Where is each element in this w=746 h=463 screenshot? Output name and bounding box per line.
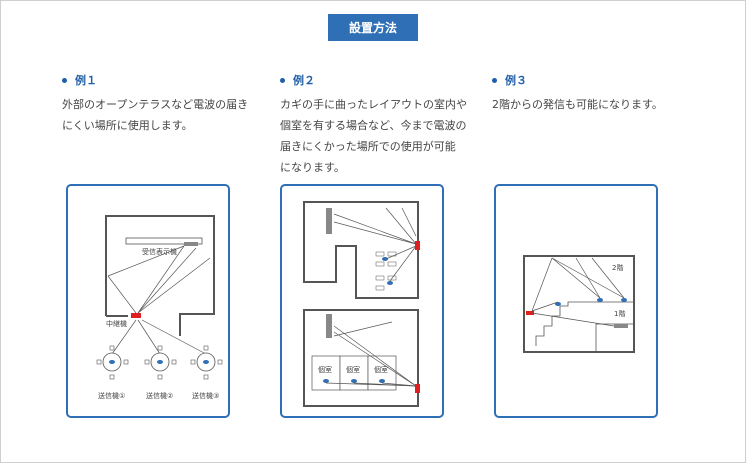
bullet-icon bbox=[280, 77, 285, 83]
receiver-label: 受信表示機 bbox=[142, 247, 177, 256]
bullet-icon bbox=[492, 77, 497, 83]
room-3-label: 個室 bbox=[374, 365, 388, 374]
transmitter-3-label: 送信機③ bbox=[192, 391, 219, 400]
example-3-heading-text: 例３ bbox=[505, 74, 527, 87]
transmitter-3 bbox=[190, 345, 223, 380]
example-3: 例３ 2階からの発信も可能になります。 bbox=[492, 72, 712, 115]
diagram-1: 受信表示機 中継機 bbox=[96, 215, 223, 400]
example-2: 例２ カギの手に曲ったレイアウトの室内や 個室を有する場合など、今まで電波の 届… bbox=[280, 72, 480, 178]
diagram-2: 個室 個室 個室 bbox=[303, 201, 420, 407]
building-outline bbox=[523, 255, 635, 353]
example-2-description: カギの手に曲ったレイアウトの室内や 個室を有する場合など、今まで電波の 届きにく… bbox=[280, 98, 467, 174]
room-wall-lower bbox=[303, 309, 419, 407]
floor-1-label: 1階 bbox=[614, 309, 625, 318]
example-1-heading: 例１ bbox=[62, 72, 262, 88]
relay-upper bbox=[415, 241, 420, 250]
counter bbox=[125, 237, 203, 245]
receiver-upper bbox=[326, 208, 332, 234]
example-3-heading: 例３ bbox=[492, 72, 712, 88]
example-3-description: 2階からの発信も可能になります。 bbox=[492, 98, 663, 111]
room-wall bbox=[105, 215, 215, 336]
example-2-heading-text: 例２ bbox=[293, 74, 315, 87]
transmitter-1 bbox=[96, 345, 129, 380]
floor-2-label: 2階 bbox=[612, 263, 623, 272]
diagram-panel-2: 個室 個室 個室 bbox=[280, 184, 444, 418]
transmitter-2-label: 送信機② bbox=[146, 391, 173, 400]
relay-lower bbox=[415, 384, 420, 393]
room-1-label: 個室 bbox=[318, 365, 332, 374]
example-1-heading-text: 例１ bbox=[75, 74, 97, 87]
receiver-device bbox=[614, 324, 628, 328]
example-2-heading: 例２ bbox=[280, 72, 480, 88]
example-1-description: 外部のオープンテラスなど電波の届き にくい場所に使用します。 bbox=[62, 98, 249, 132]
relay-device bbox=[131, 313, 141, 318]
bullet-icon bbox=[62, 77, 67, 83]
diagram-panel-1: 受信表示機 中継機 bbox=[66, 184, 230, 418]
room-wall-upper bbox=[303, 201, 419, 299]
diagram-3: 2階 1階 bbox=[523, 255, 635, 353]
receiver-device bbox=[184, 242, 198, 246]
section-title: 設置方法 bbox=[328, 14, 418, 41]
receiver-lower bbox=[326, 314, 332, 338]
example-1: 例１ 外部のオープンテラスなど電波の届き にくい場所に使用します。 bbox=[62, 72, 262, 136]
room-2-label: 個室 bbox=[346, 365, 360, 374]
relay-label: 中継機 bbox=[106, 319, 127, 328]
diagram-panel-3: 2階 1階 bbox=[494, 184, 658, 418]
transmitter-1-label: 送信機① bbox=[98, 391, 125, 400]
relay-device bbox=[526, 311, 534, 315]
transmitter-2 bbox=[144, 345, 177, 380]
